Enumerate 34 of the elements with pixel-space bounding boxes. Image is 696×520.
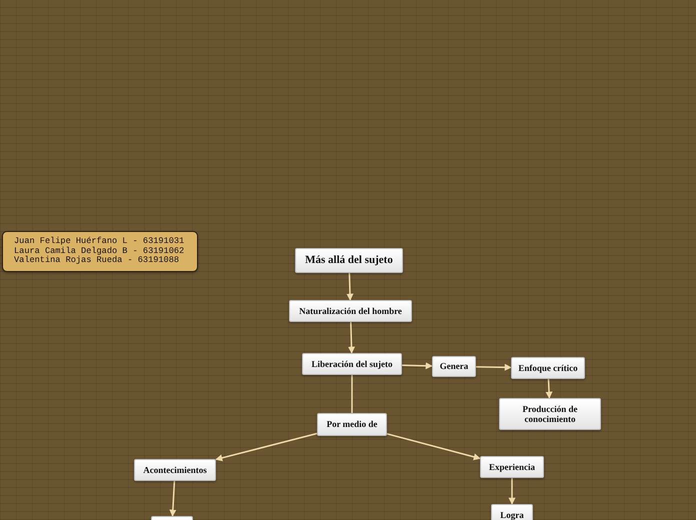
arrow: [402, 362, 433, 370]
author-line: Laura Camila Delgado B - 63191062: [14, 246, 184, 256]
concept-label: Experiencia: [489, 462, 535, 472]
arrow: [169, 480, 176, 517]
concept-box: [302, 353, 402, 375]
concept-box: [432, 356, 476, 377]
arrow: [346, 272, 354, 301]
arrow: [386, 433, 481, 460]
concept-box: [295, 248, 403, 273]
concept-label: Más allá del sujeto: [305, 254, 393, 267]
concept-box: [499, 398, 601, 430]
concept-label: Genera: [440, 361, 468, 372]
author-line: Juan Felipe Huérfano L - 63191031: [14, 237, 184, 246]
connector-line: [351, 375, 353, 413]
concept-label: Liberación del sujeto: [312, 358, 392, 370]
arrow: [348, 322, 355, 354]
concept-label: Por medio de: [326, 419, 378, 430]
arrow: [476, 364, 512, 371]
concept-label: Producción de conocimiento: [521, 404, 579, 424]
concept-box: [317, 413, 387, 436]
concept-label: Naturalización del hombre: [299, 306, 402, 316]
arrow: [546, 378, 553, 399]
concept-box: [480, 456, 544, 478]
author-line: Valentina Rojas Rueda - 63191088: [14, 256, 180, 266]
concept-label: Acontecimientos: [143, 464, 207, 476]
note-box: [2, 231, 198, 272]
concept-label: Enfoque crítico: [518, 362, 578, 374]
concept-box: [511, 357, 585, 379]
arrow: [508, 478, 516, 505]
concept-label: Logra: [500, 510, 524, 520]
concept-box: [289, 300, 412, 322]
concept-box: [134, 459, 216, 481]
arrow: [215, 432, 318, 462]
concept-box: [491, 504, 533, 520]
